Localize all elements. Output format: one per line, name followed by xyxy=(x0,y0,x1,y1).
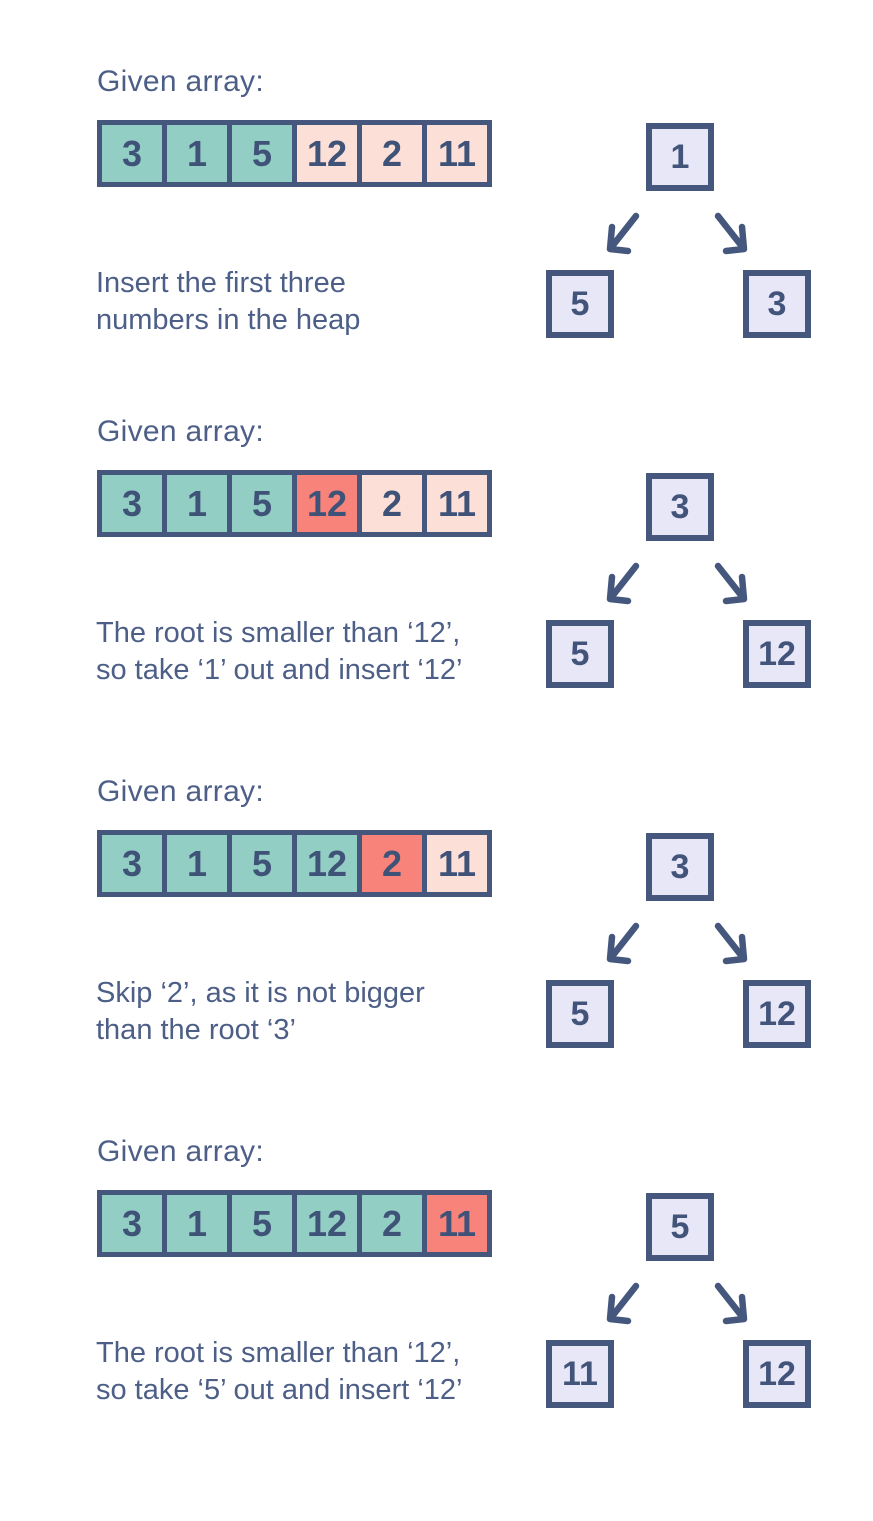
heap-root-node: 1 xyxy=(646,123,714,191)
array-cell: 1 xyxy=(162,830,232,897)
heap-right-child-node: 12 xyxy=(743,1340,811,1408)
array-row: 3 1 5 12 2 11 xyxy=(97,470,492,537)
note-line: The root is smaller than ‘12’, xyxy=(96,1337,461,1369)
arrow-down-left-icon xyxy=(606,562,640,605)
given-array-label: Given array: xyxy=(97,65,264,98)
note-line: Insert the first three xyxy=(96,267,346,299)
given-array-label: Given array: xyxy=(97,775,264,808)
heap-tree: 1 5 3 xyxy=(0,65,873,425)
array-cell: 11 xyxy=(422,470,492,537)
array-cell: 5 xyxy=(227,120,297,187)
array-cell: 1 xyxy=(162,1190,232,1257)
arrow-down-right-icon xyxy=(714,1282,748,1325)
heap-tree: 3 5 12 xyxy=(0,415,873,775)
array-row: 3 1 5 12 2 11 xyxy=(97,1190,492,1257)
step-4: Given array: 3 1 5 12 2 11 The root is s… xyxy=(0,1135,873,1495)
step-note: The root is smaller than ‘12’, so take ‘… xyxy=(96,615,462,689)
array-cell: 3 xyxy=(97,830,167,897)
arrow-down-left-icon xyxy=(606,922,640,965)
note-line: The root is smaller than ‘12’, xyxy=(96,617,461,649)
note-line: numbers in the heap xyxy=(96,304,361,336)
step-1: Given array: 3 1 5 12 2 11 Insert the fi… xyxy=(0,65,873,425)
array-cell: 11 xyxy=(422,830,492,897)
array-row: 3 1 5 12 2 11 xyxy=(97,120,492,187)
array-cell: 2 xyxy=(357,120,427,187)
heap-right-child-node: 12 xyxy=(743,980,811,1048)
arrow-down-left-icon xyxy=(606,212,640,255)
heap-left-child-node: 5 xyxy=(546,270,614,338)
heap-root-node: 3 xyxy=(646,833,714,901)
array-cell: 2 xyxy=(357,1190,427,1257)
arrow-down-left-icon xyxy=(606,1282,640,1325)
note-line: than the root ‘3’ xyxy=(96,1014,296,1046)
heap-tree: 3 5 12 xyxy=(0,775,873,1135)
step-2: Given array: 3 1 5 12 2 11 The root is s… xyxy=(0,415,873,775)
arrow-down-right-icon xyxy=(714,922,748,965)
heap-root-node: 5 xyxy=(646,1193,714,1261)
array-cell: 2 xyxy=(357,470,427,537)
heap-right-child-node: 12 xyxy=(743,620,811,688)
given-array-label: Given array: xyxy=(97,1135,264,1168)
heap-left-child-node: 5 xyxy=(546,980,614,1048)
step-note: The root is smaller than ‘12’, so take ‘… xyxy=(96,1335,462,1409)
array-cell: 11 xyxy=(422,1190,492,1257)
heap-left-child-node: 11 xyxy=(546,1340,614,1408)
arrow-down-right-icon xyxy=(714,212,748,255)
array-cell: 12 xyxy=(292,1190,362,1257)
note-line: so take ‘1’ out and insert ‘12’ xyxy=(96,654,463,686)
step-note: Insert the first three numbers in the he… xyxy=(96,265,360,339)
array-cell: 2 xyxy=(357,830,427,897)
array-row: 3 1 5 12 2 11 xyxy=(97,830,492,897)
given-array-label: Given array: xyxy=(97,415,264,448)
array-cell: 11 xyxy=(422,120,492,187)
arrow-down-right-icon xyxy=(714,562,748,605)
array-cell: 5 xyxy=(227,830,297,897)
array-cell: 12 xyxy=(292,830,362,897)
note-line: Skip ‘2’, as it is not bigger xyxy=(96,977,425,1009)
heap-tree: 5 11 12 xyxy=(0,1135,873,1495)
note-line: so take ‘5’ out and insert ‘12’ xyxy=(96,1374,463,1406)
heap-right-child-node: 3 xyxy=(743,270,811,338)
step-3: Given array: 3 1 5 12 2 11 Skip ‘2’, as … xyxy=(0,775,873,1135)
heap-root-node: 3 xyxy=(646,473,714,541)
heap-left-child-node: 5 xyxy=(546,620,614,688)
step-note: Skip ‘2’, as it is not bigger than the r… xyxy=(96,975,425,1049)
